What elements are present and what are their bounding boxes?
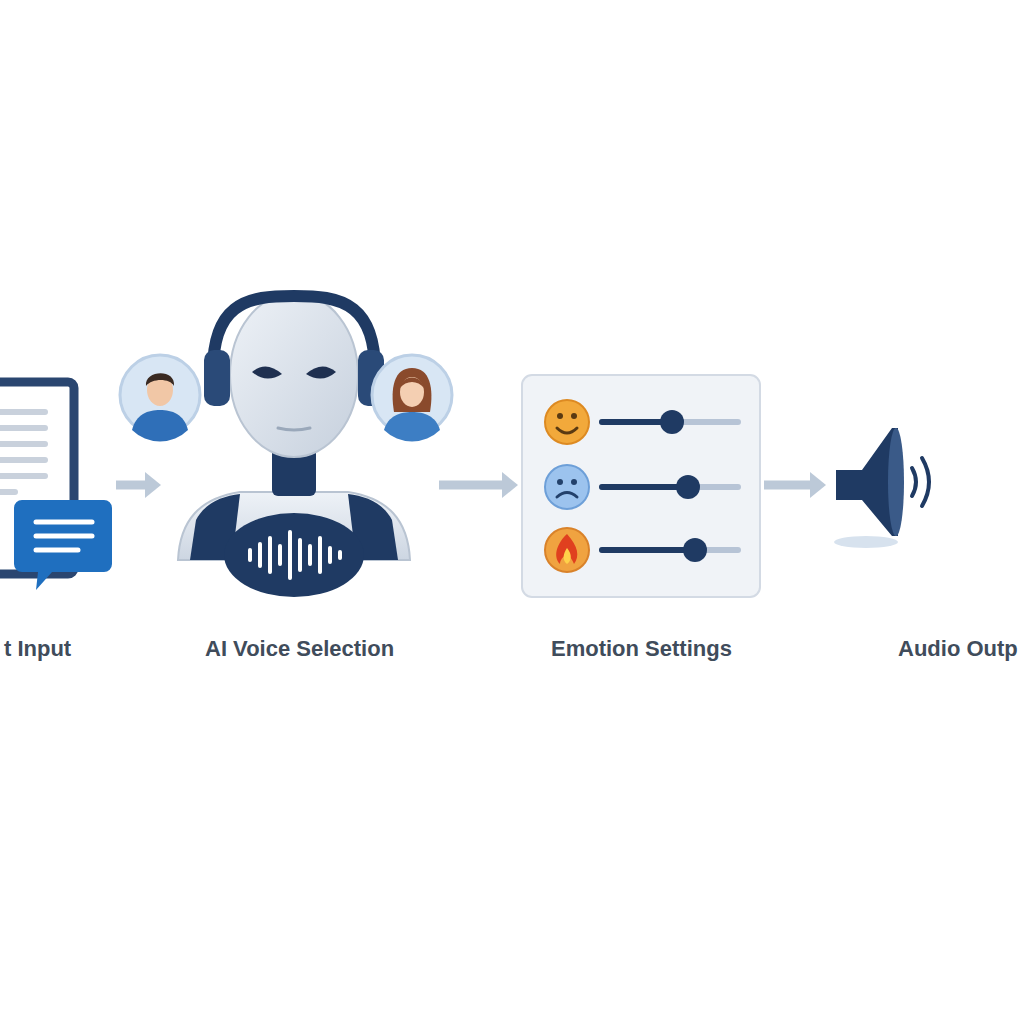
stage-label: Audio Outp — [898, 636, 1018, 662]
flow-arrow — [439, 472, 518, 498]
speaker-output-icon — [834, 428, 1020, 548]
wave-bar — [1018, 479, 1022, 491]
document-icon — [0, 382, 112, 590]
flow-arrow — [116, 472, 161, 498]
wave-bar — [999, 457, 1003, 513]
pipeline-stage: t Input — [0, 290, 112, 678]
wave-bar — [976, 454, 980, 516]
wave-bar — [981, 465, 985, 505]
wave-bar — [962, 460, 966, 510]
wave-bar — [944, 481, 948, 489]
pipeline-stage: AI Voice Selection — [165, 290, 435, 678]
stage-label: Emotion Settings — [551, 636, 732, 662]
robot-voice-icon — [178, 293, 410, 597]
emotion-settings-panel — [522, 375, 760, 597]
wave-bar — [1008, 461, 1012, 509]
wave-bar — [949, 478, 953, 492]
wave-bar — [967, 450, 971, 520]
wave-bar — [953, 473, 957, 497]
male-voice-avatar — [120, 355, 200, 441]
pipeline-stage: Emotion Settings — [522, 290, 760, 678]
flow-arrow — [764, 472, 826, 498]
pipeline-stage: Audio Outp — [830, 290, 1020, 678]
wave-bar — [1004, 470, 1008, 500]
wave-bar — [958, 467, 962, 503]
stage-label: AI Voice Selection — [205, 636, 394, 662]
wave-bar — [1013, 474, 1017, 496]
wave-bar — [972, 440, 976, 530]
stage-label: t Input — [4, 636, 71, 662]
wave-bar — [995, 443, 999, 527]
female-voice-avatar — [372, 355, 452, 441]
wave-bar — [990, 430, 994, 540]
wave-bar — [985, 447, 989, 523]
